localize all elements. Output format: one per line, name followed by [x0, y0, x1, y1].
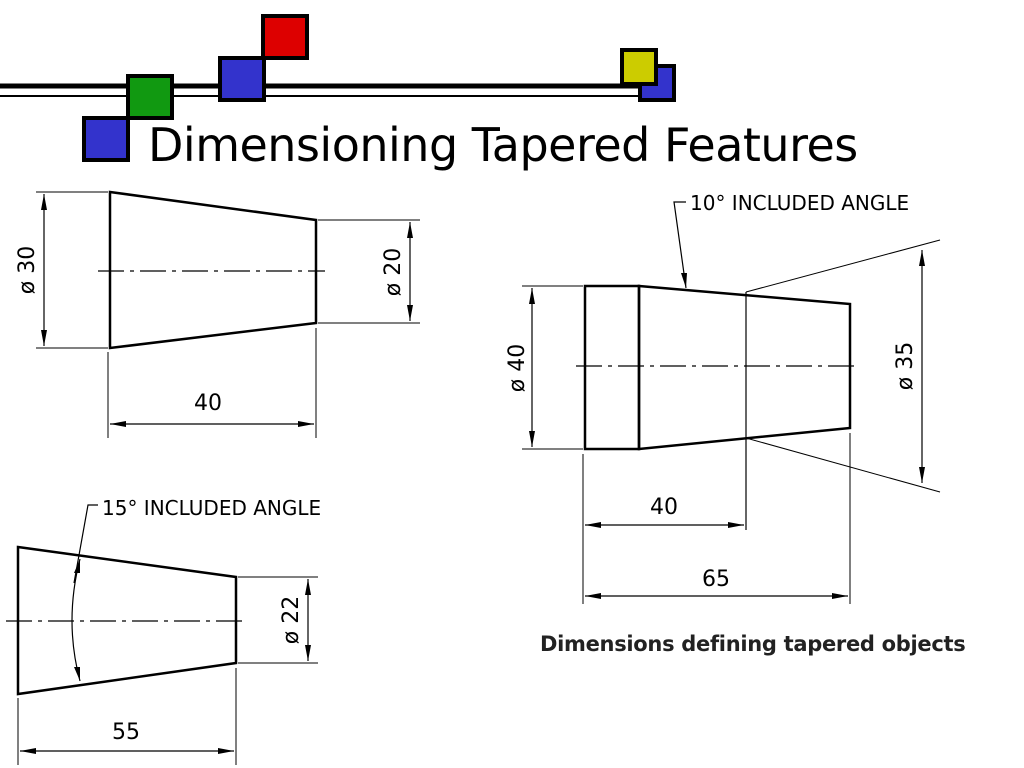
deco-square-green — [126, 74, 174, 120]
dim-c-small-diameter: ø 35 — [893, 342, 918, 390]
projection-line — [745, 437, 941, 493]
arrowhead — [305, 645, 311, 661]
deco-square-blue-top — [218, 56, 266, 102]
leader-line — [673, 201, 687, 289]
header-decoration — [0, 14, 676, 162]
arrowhead — [41, 194, 47, 210]
deco-square-blue-left — [82, 116, 130, 162]
arrowhead — [919, 467, 925, 483]
dim-c-total-length: 65 — [702, 567, 730, 592]
taper-b-outline — [16, 545, 238, 696]
taper-c-outline — [637, 284, 852, 451]
arrowhead — [298, 421, 314, 427]
dim-a-large-diameter: ø 30 — [15, 246, 40, 294]
dim-c-partial-length: 40 — [650, 495, 678, 520]
arrowhead — [585, 522, 601, 528]
arrowhead — [41, 330, 47, 346]
arrowhead — [919, 250, 925, 266]
arrowhead — [529, 288, 535, 304]
arrowhead — [832, 593, 848, 599]
arrowhead — [20, 748, 36, 754]
figure-b-drawing: 15° INCLUDED ANGLE ø 22 55 — [6, 496, 321, 765]
arrowhead — [218, 748, 234, 754]
cylinder-c-outline — [583, 284, 641, 451]
note-c-angle: 10° INCLUDED ANGLE — [690, 191, 909, 215]
leader-line — [73, 504, 98, 584]
deco-square-yellow — [620, 48, 658, 86]
dim-b-length: 55 — [112, 720, 140, 745]
dim-a-small-diameter: ø 20 — [381, 248, 406, 296]
arrowhead — [305, 579, 311, 595]
figure-a-drawing: ø 30 ø 20 40 — [15, 190, 420, 438]
arrowhead — [529, 431, 535, 447]
note-b-angle: 15° INCLUDED ANGLE — [102, 496, 321, 520]
deco-square-red — [261, 14, 309, 60]
arrowhead — [407, 305, 413, 321]
projection-line — [745, 239, 941, 293]
angle-arc — [71, 558, 81, 682]
figure-caption: Dimensions defining tapered objects — [540, 632, 966, 656]
dim-a-length: 40 — [194, 391, 222, 416]
figure-c-drawing: 10° INCLUDED ANGLE ø 40 ø 35 40 65 — [505, 191, 941, 604]
arrowhead — [407, 222, 413, 238]
arrowhead — [110, 421, 126, 427]
arrowhead — [728, 522, 744, 528]
slide-title: Dimensioning Tapered Features — [148, 118, 858, 172]
taper-a-outline — [108, 190, 318, 350]
arrowhead — [74, 667, 80, 681]
arrowhead — [585, 593, 601, 599]
dim-c-large-diameter: ø 40 — [505, 344, 530, 392]
dim-b-diameter: ø 22 — [279, 596, 304, 644]
arrowhead — [681, 273, 687, 288]
